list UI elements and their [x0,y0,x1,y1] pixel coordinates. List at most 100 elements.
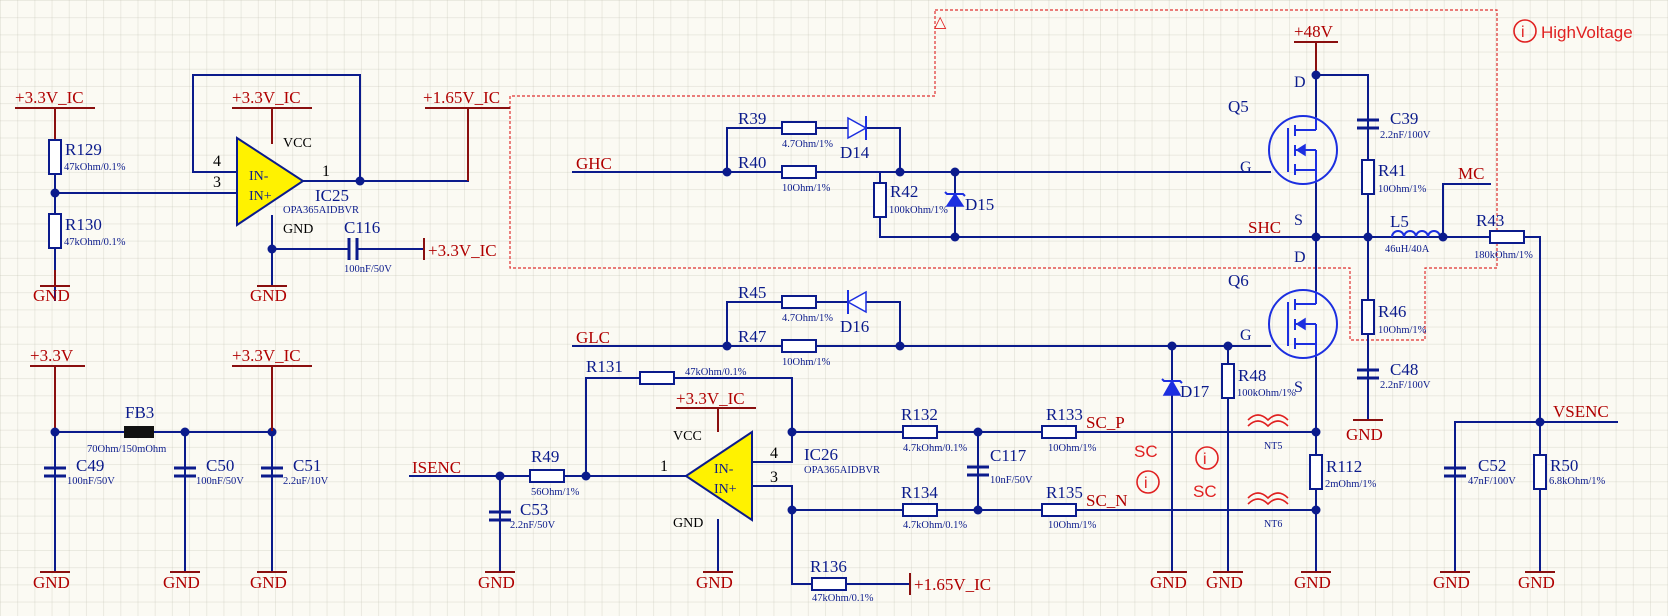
opamp-ic26 [684,430,753,522]
resistor-r129 [48,139,62,175]
svg-text:R132: R132 [901,405,938,424]
svg-text:GND: GND [696,573,733,592]
net-label-ghc: GHC [576,154,612,173]
svg-text:R112: R112 [1326,457,1362,476]
svg-text:GND: GND [673,516,703,531]
svg-text:180kOhm/1%: 180kOhm/1% [1474,250,1533,261]
svg-text:GND: GND [250,573,287,592]
svg-text:GND: GND [33,573,70,592]
resistor-r50 [1533,454,1547,490]
svg-text:D15: D15 [965,195,994,214]
svg-text:GND: GND [1206,573,1243,592]
svg-text:C48: C48 [1390,360,1418,379]
fb3-filter-section: +3.3V FB3 70Ohm/150mOhm +3.3V_IC C49 100… [30,346,329,592]
info-icon [1136,470,1160,494]
gnd-symbol: GND [33,286,70,305]
svg-text:4.7Ohm/1%: 4.7Ohm/1% [782,139,833,150]
inductor-l5 [1391,230,1441,238]
svg-text:100kOhm/1%: 100kOhm/1% [889,205,948,216]
hv-label: HighVoltage [1541,23,1633,42]
svg-text:R136: R136 [810,557,847,576]
power-port-3v3-ic: +3.3V_IC [15,88,84,107]
svg-text:IN-: IN- [249,169,269,184]
high-side-snubber: +48V C39 2.2nF/100V R41 10Ohm/1% [1294,22,1431,242]
resistor-r40 [781,165,817,179]
net-label-sc-n: SC_N [1086,491,1128,510]
svg-text:2mOhm/1%: 2mOhm/1% [1325,479,1377,490]
svg-text:46uH/40A: 46uH/40A [1385,244,1430,255]
svg-text:+3.3V_IC: +3.3V_IC [232,346,301,365]
svg-text:OPA365AIDBVR: OPA365AIDBVR [283,205,359,216]
svg-text:C53: C53 [520,500,548,519]
svg-text:VCC: VCC [673,429,702,444]
svg-text:4: 4 [213,153,221,170]
svg-text:100kOhm/1%: 100kOhm/1% [1237,388,1296,399]
svg-text:10Ohm/1%: 10Ohm/1% [1048,520,1097,531]
svg-text:R130: R130 [65,215,102,234]
diode-d14 [847,116,868,140]
net-label-sc-p: SC_P [1086,413,1125,432]
high-voltage-marker: i HighVoltage [1513,19,1633,43]
svg-text:R49: R49 [531,447,559,466]
svg-text:R129: R129 [65,140,102,159]
svg-text:GND: GND [283,222,313,237]
svg-text:Q6: Q6 [1228,271,1249,290]
resistor-r134 [902,503,938,517]
svg-text:NT6: NT6 [1264,519,1282,530]
vsenc-section: VSENC C52 47nF/100V GND R50 6.8kOhm/1% G… [1433,402,1618,592]
resistor-r46 [1361,299,1375,335]
svg-text:R50: R50 [1550,456,1578,475]
svg-text:D16: D16 [840,317,869,336]
resistor-r136 [811,577,847,591]
svg-text:C51: C51 [293,456,321,475]
svg-text:C50: C50 [206,456,234,475]
svg-text:100nF/50V: 100nF/50V [344,264,392,275]
resistor-r112 [1309,454,1323,490]
svg-text:1: 1 [322,163,330,180]
svg-text:GND: GND [478,573,515,592]
svg-text:2.2nF/50V: 2.2nF/50V [510,520,556,531]
resistor-r39 [781,121,817,135]
svg-text:4: 4 [770,445,778,462]
resistor-r130 [48,213,62,249]
svg-text:D17: D17 [1180,382,1210,401]
svg-text:IC25: IC25 [315,186,349,205]
svg-text:GND: GND [1433,573,1470,592]
svg-text:2.2nF/100V: 2.2nF/100V [1380,380,1431,391]
svg-text:R47: R47 [738,327,767,346]
svg-text:SC: SC [1134,442,1158,461]
resistor-r131 [639,371,675,385]
svg-text:C117: C117 [990,446,1027,465]
svg-text:GND: GND [250,286,287,305]
svg-text:10nF/50V: 10nF/50V [990,475,1033,486]
svg-text:R39: R39 [738,109,766,128]
svg-text:IN+: IN+ [249,189,272,204]
net-tie-nt5 [1247,414,1289,428]
resistor-r42 [873,182,887,218]
low-side-snubber: R46 10Ohm/1% C48 2.2nF/100V GND [1346,236,1431,444]
svg-text:VCC: VCC [283,136,312,151]
svg-text:+3.3V_IC: +3.3V_IC [428,241,497,260]
svg-text:NT5: NT5 [1264,441,1282,452]
svg-text:GND: GND [1518,573,1555,592]
svg-text:GND: GND [1294,573,1331,592]
svg-text:70Ohm/150mOhm: 70Ohm/150mOhm [87,444,166,455]
svg-text:C49: C49 [76,456,104,475]
svg-text:GND: GND [1150,573,1187,592]
svg-text:G: G [1240,159,1252,176]
svg-text:47kOhm/0.1%: 47kOhm/0.1% [812,593,874,604]
svg-text:47nF/100V: 47nF/100V [1468,476,1516,487]
svg-text:D14: D14 [840,143,870,162]
svg-text:D: D [1294,249,1306,266]
ic25-section: +3.3V_IC R129 47kOhm/0.1% R130 47kOhm/0.… [15,74,510,305]
svg-text:+1.65V_IC: +1.65V_IC [914,575,991,594]
svg-text:R134: R134 [901,483,938,502]
svg-text:10Ohm/1%: 10Ohm/1% [782,183,831,194]
svg-text:47kOhm/0.1%: 47kOhm/0.1% [685,367,747,378]
svg-text:R135: R135 [1046,483,1083,502]
svg-text:47kOhm/0.1%: 47kOhm/0.1% [64,237,126,248]
svg-text:D: D [1294,74,1306,91]
svg-text:G: G [1240,327,1252,344]
svg-text:i: i [1144,475,1148,492]
